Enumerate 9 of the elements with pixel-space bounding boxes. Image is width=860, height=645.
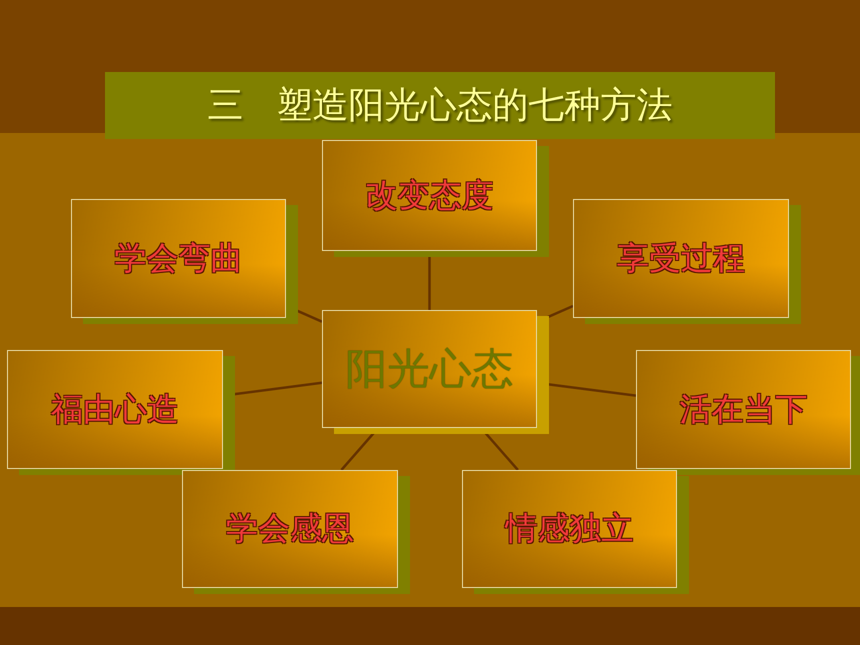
method-label: 享受过程 xyxy=(617,240,745,276)
title-text: 三 塑造阳光心态的七种方法 xyxy=(207,86,673,126)
method-label: 改变态度 xyxy=(366,178,494,214)
center-label: 阳光心态 xyxy=(346,346,514,392)
method-label: 学会弯曲 xyxy=(114,240,242,276)
method-label: 学会感恩 xyxy=(226,511,354,547)
method-label: 情感独立 xyxy=(506,511,634,547)
method-label: 福由心造 xyxy=(51,392,179,428)
method-label: 活在当下 xyxy=(680,392,808,428)
